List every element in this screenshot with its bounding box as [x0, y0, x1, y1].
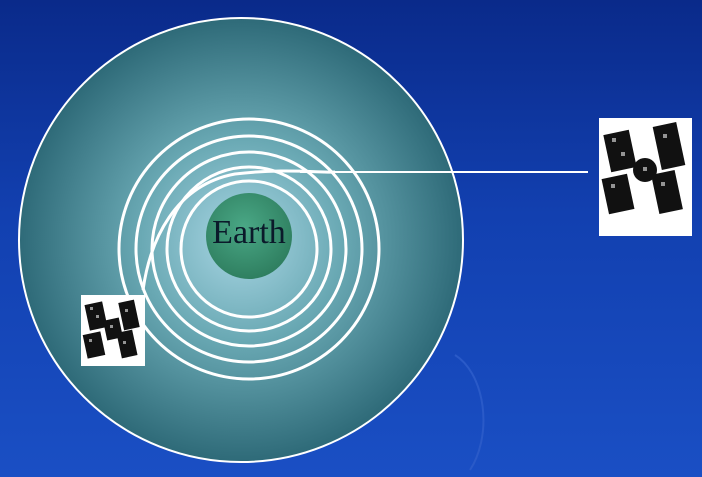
earth [206, 193, 292, 279]
earth-label: Earth [212, 214, 286, 251]
satellite-left [81, 295, 145, 366]
satellite-right [599, 118, 692, 236]
satellite-icon [82, 299, 140, 359]
orbit-ring-4 [165, 165, 333, 333]
decorative-arc [454, 354, 485, 471]
spiral-orbits [117, 117, 381, 381]
orbit-ring-5 [179, 179, 319, 319]
satellite-icon [601, 121, 686, 215]
orbit-ring-2 [134, 134, 364, 364]
orbit-ring-1 [117, 117, 381, 381]
